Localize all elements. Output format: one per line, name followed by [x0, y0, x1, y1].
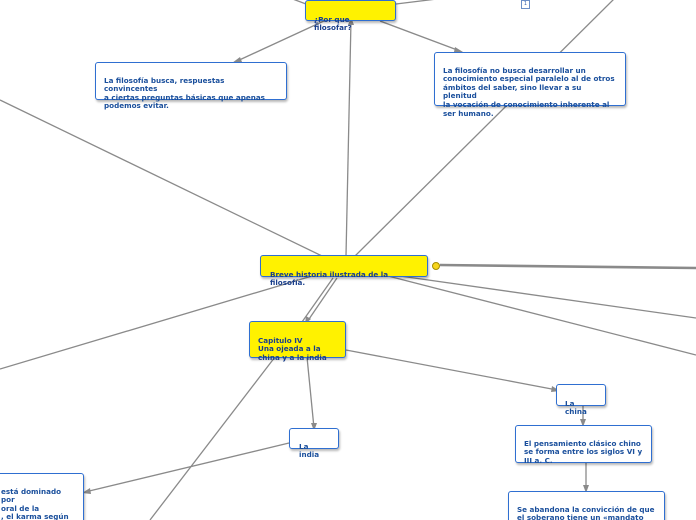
- arrow-karma: [82, 488, 91, 494]
- node-filosofia-no-busca[interactable]: La filosofía no busca desarrollar un con…: [434, 52, 626, 117]
- node-se-abandona[interactable]: Se abandona la convicción de que el sobe…: [508, 491, 665, 520]
- link-main-upper-right: [354, 0, 614, 257]
- node-filosofia-no-busca-label: La filosofía no busca desarrollar un con…: [443, 65, 615, 118]
- node-breve-historia-label: Breve historia ilustrada de la filosofía…: [270, 269, 389, 288]
- link-root-offscreen-right: [395, 0, 435, 5]
- node-se-abandona-label: Se abandona la convicción de que el sobe…: [517, 504, 655, 520]
- arrow-nobusca: [454, 47, 463, 52]
- link-root-offscreen-left: [293, 0, 307, 5]
- collapse-marker[interactable]: 1: [521, 0, 530, 9]
- link-main-right-thick: [439, 263, 696, 270]
- arrow-pensamiento: [580, 419, 586, 427]
- link-capitulo-china: [345, 349, 558, 391]
- link-root-nobusca: [379, 20, 461, 52]
- link-main-lower-left: [0, 275, 313, 370]
- node-la-india-label: La india: [299, 441, 320, 460]
- arrow-abandona: [583, 485, 589, 493]
- link-main-right-1: [399, 275, 696, 319]
- node-por-que-filosofar-label: ¿Por que filosofar?: [314, 14, 352, 33]
- node-filosofia-busca[interactable]: La filosofía busca, respuestas convincen…: [95, 62, 287, 110]
- link-main-capitulo-2: [301, 277, 334, 323]
- star-icon: [432, 262, 440, 270]
- link-india-karma: [84, 442, 290, 493]
- link-main-upper-left: [0, 99, 323, 257]
- node-por-que-filosofar[interactable]: ¿Por que filosofar?: [305, 0, 396, 32]
- node-la-china[interactable]: La china: [556, 384, 606, 416]
- arrow-busca: [232, 57, 242, 63]
- link-main-right-2: [387, 275, 696, 356]
- node-pensamiento-clasico-chino[interactable]: El pensamiento clásico chino se forma en…: [515, 425, 652, 465]
- node-karma-label: está dominado por oral de la , el karma …: [1, 486, 69, 520]
- node-karma[interactable]: está dominado por oral de la , el karma …: [0, 473, 84, 520]
- node-capitulo-iv-label: Capitulo IV Una ojeada a la china y a la…: [258, 335, 327, 362]
- link-main-capitulo: [306, 277, 338, 323]
- link-capitulo-bottom: [149, 356, 276, 520]
- link-main-root: [345, 19, 352, 257]
- link-root-busca: [234, 19, 327, 63]
- node-la-india[interactable]: La india: [289, 428, 339, 459]
- arrow-root: [348, 17, 354, 25]
- node-breve-historia[interactable]: Breve historia ilustrada de la filosofía…: [260, 255, 428, 287]
- link-capitulo-india: [306, 356, 315, 429]
- node-la-china-label: La china: [565, 398, 587, 417]
- node-capitulo-iv[interactable]: Capitulo IV Una ojeada a la china y a la…: [249, 321, 346, 362]
- arrow-india: [311, 423, 317, 431]
- node-pensamiento-clasico-chino-label: El pensamiento clásico chino se forma en…: [524, 438, 643, 465]
- node-filosofia-busca-label: La filosofía busca, respuestas convincen…: [104, 75, 265, 111]
